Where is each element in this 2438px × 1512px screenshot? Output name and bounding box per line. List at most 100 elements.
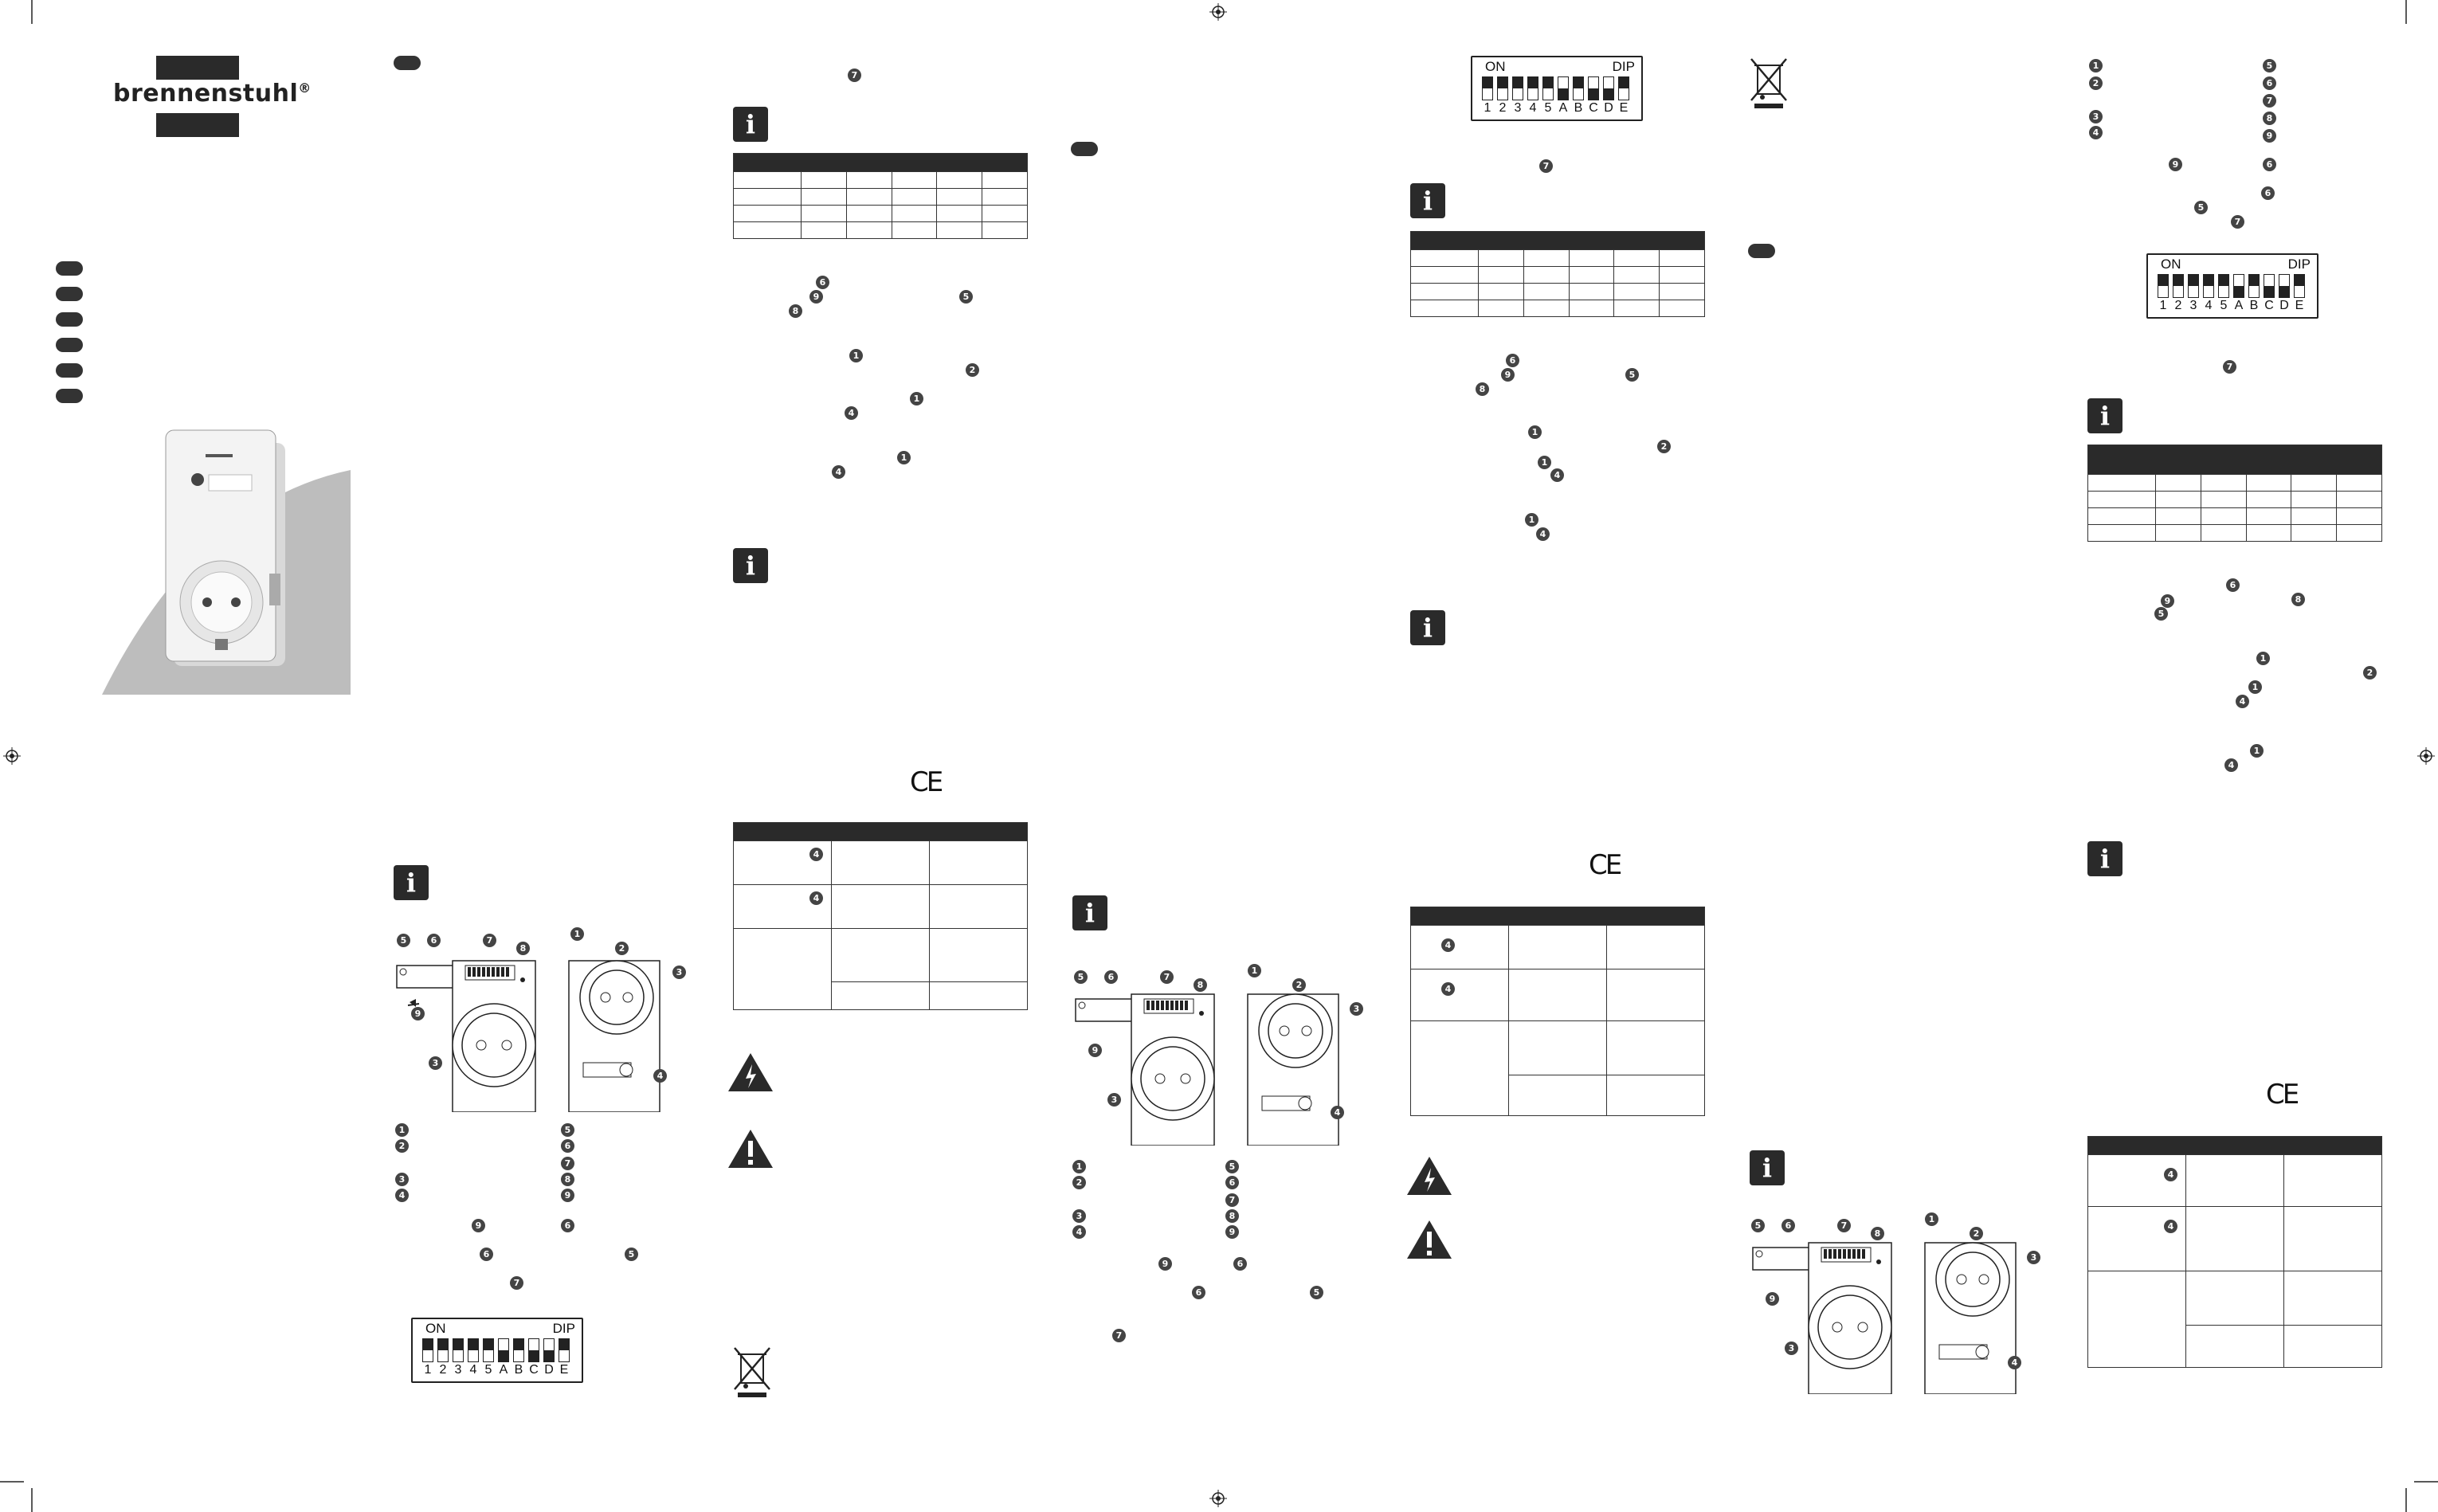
legend-6: 6: [1225, 1176, 1239, 1189]
callout-7: 7: [1160, 970, 1174, 984]
info-icon: i: [1750, 1150, 1785, 1185]
callout-1: 1: [849, 349, 863, 362]
language-badge: [56, 287, 83, 301]
info-icon: i: [1410, 183, 1445, 218]
callout-8: 8: [516, 942, 530, 955]
language-badge: [56, 261, 83, 276]
info-icon: i: [1072, 895, 1107, 930]
callout-9: 9: [1088, 1044, 1102, 1057]
registration-mark-right-icon: [2417, 747, 2435, 765]
callout-3: 3: [429, 1056, 442, 1070]
technical-data-table: 4 4: [733, 822, 1028, 1010]
callout-1: 1: [1925, 1212, 1938, 1226]
callout-2: 2: [1970, 1227, 1983, 1240]
dip-label: DIP: [552, 1321, 575, 1336]
registration-mark-top-icon: [1209, 3, 1227, 21]
legend-2: 2: [2089, 76, 2103, 90]
legend-7: 7: [561, 1157, 574, 1170]
callout-8: 8: [1476, 382, 1489, 396]
callout-4: 4: [1331, 1106, 1344, 1119]
callout-1: 1: [1538, 456, 1551, 469]
legend-1: 1: [2089, 59, 2103, 72]
language-badge: [56, 338, 83, 352]
logo-bar-bottom: [156, 113, 239, 137]
callout-2: 2: [1292, 978, 1306, 992]
info-icon: i: [2087, 398, 2122, 433]
callout-5: 5: [1625, 368, 1639, 382]
legend-5: 5: [561, 1123, 574, 1137]
weee-bin-icon: [1750, 58, 1787, 108]
callout-1: 1: [2248, 680, 2262, 694]
callout-2: 2: [1657, 440, 1671, 453]
callout-3: 3: [2027, 1251, 2040, 1264]
callout-4: 4: [1536, 527, 1550, 541]
callout-7: 7: [1837, 1219, 1851, 1232]
callout-7: 7: [1539, 159, 1553, 173]
callout-6: 6: [2226, 578, 2240, 592]
callout-9: 9: [411, 1007, 425, 1020]
language-badge: [1748, 244, 1775, 258]
language-badge: [56, 389, 83, 403]
callout-3: 3: [1785, 1342, 1798, 1355]
legend-9: 9: [2263, 129, 2276, 143]
legend-3: 3: [2089, 110, 2103, 123]
technical-data-table: 4 4: [1410, 907, 1705, 1117]
legend-4: 4: [395, 1189, 409, 1202]
warning-icon: [728, 1130, 773, 1168]
callout-9: 9: [2169, 158, 2182, 171]
product-photo: [102, 429, 351, 695]
callout-8: 8: [1194, 978, 1207, 992]
info-icon: i: [1410, 610, 1445, 645]
legend-1: 1: [395, 1123, 409, 1137]
callout-1: 1: [2256, 652, 2270, 665]
brand-logo: brennenstuhl®: [113, 80, 312, 108]
info-icon: i: [733, 548, 768, 583]
callout-9: 9: [809, 290, 823, 304]
callout-4: 4: [2224, 758, 2238, 772]
callout-9: 9: [1158, 1257, 1172, 1271]
callout-1: 1: [570, 927, 584, 941]
legend-3: 3: [395, 1173, 409, 1186]
callout-8: 8: [1871, 1227, 1884, 1240]
callout-9: 9: [1766, 1292, 1779, 1306]
info-icon: i: [2087, 841, 2122, 876]
callout-6: 6: [816, 276, 829, 289]
dip-on-label: ON: [425, 1321, 446, 1336]
callout-4: 4: [845, 406, 858, 420]
callout-6: 6: [2263, 158, 2276, 171]
ce-mark: CE: [2266, 1079, 2299, 1110]
code-table: [1410, 231, 1705, 317]
callout-5: 5: [2154, 607, 2168, 621]
legend-2: 2: [395, 1139, 409, 1153]
callout-3: 3: [1350, 1002, 1363, 1016]
callout-1: 1: [897, 451, 911, 464]
legend-8: 8: [561, 1173, 574, 1186]
callout-1: 1: [2250, 744, 2264, 758]
device-diagram: [396, 960, 660, 1112]
legend-9: 9: [561, 1189, 574, 1202]
language-badge: [1071, 142, 1098, 156]
legend-6: 6: [561, 1139, 574, 1153]
callout-4: 4: [1550, 468, 1564, 482]
callout-5: 5: [959, 290, 973, 304]
callout-7: 7: [848, 69, 861, 82]
device-diagram: [1752, 1242, 2017, 1394]
callout-4: 4: [2008, 1356, 2021, 1369]
legend-7: 7: [1225, 1193, 1239, 1207]
legend-4: 4: [2089, 126, 2103, 139]
warning-icon: [1407, 1220, 1452, 1259]
legend-3: 3: [1072, 1209, 1086, 1223]
callout-4: 4: [653, 1069, 667, 1083]
callout-5: 5: [397, 934, 410, 947]
callout-2: 2: [2363, 666, 2377, 680]
callout-4: 4: [832, 465, 845, 479]
ce-mark: CE: [910, 766, 943, 798]
registration-mark-left-icon: [3, 747, 21, 765]
callout-9: 9: [2161, 594, 2174, 608]
legend-8: 8: [2263, 112, 2276, 125]
callout-2: 2: [615, 942, 629, 955]
legend-6: 6: [2263, 76, 2276, 90]
language-badge: [394, 56, 421, 70]
